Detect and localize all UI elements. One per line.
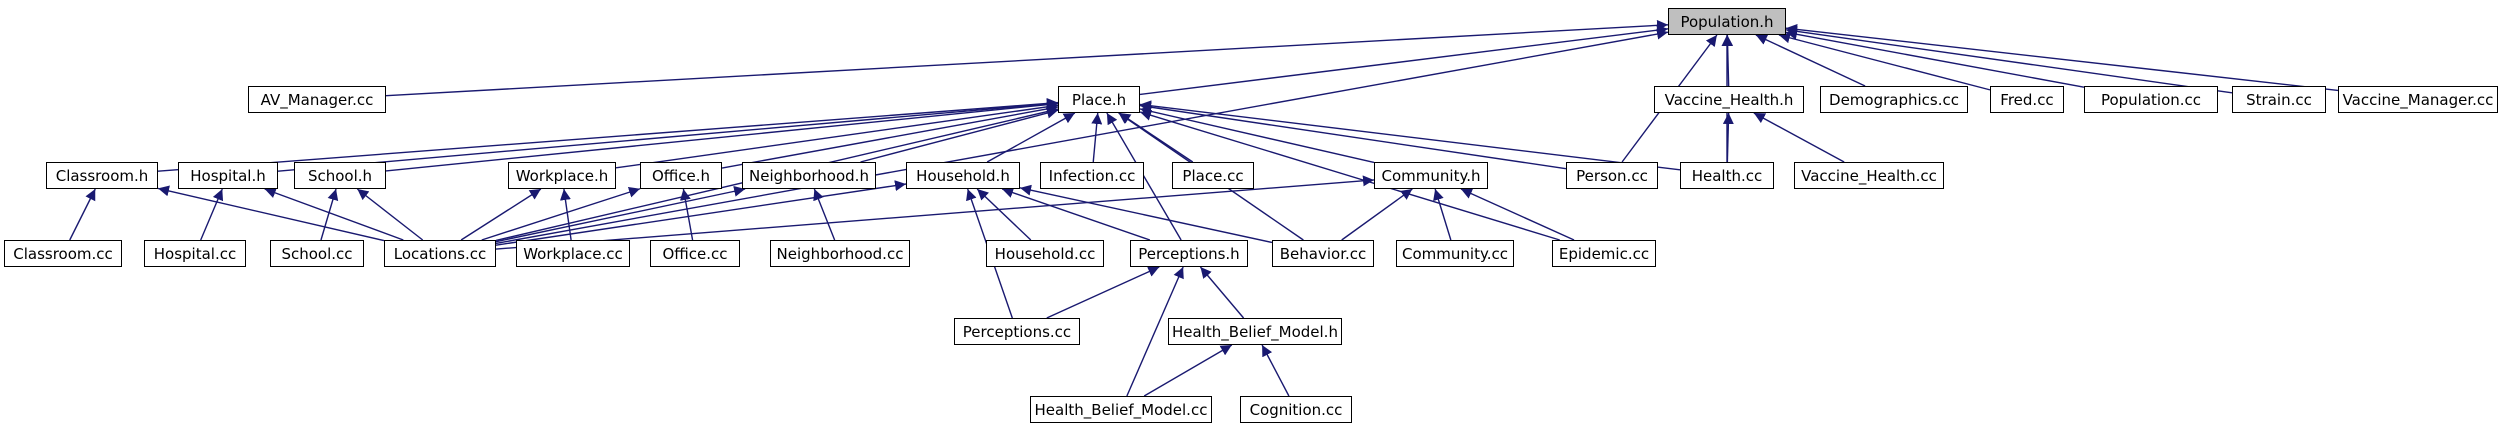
edge-perceptions-h-to-place-h bbox=[1106, 112, 1182, 241]
node-fred-cc[interactable]: Fred.cc bbox=[1990, 86, 2064, 113]
node-locations-cc[interactable]: Locations.cc bbox=[384, 240, 496, 267]
edge-perceptions-cc-to-perceptions-h bbox=[1046, 266, 1160, 319]
edge-locations-cc-to-community-h bbox=[495, 175, 1375, 250]
node-population-cc[interactable]: Population.cc bbox=[2084, 86, 2218, 113]
edge-workplace-h-to-place-h bbox=[615, 101, 1059, 169]
edge-office-h-to-place-h bbox=[721, 103, 1059, 169]
node-health-cc[interactable]: Health.cc bbox=[1680, 162, 1774, 189]
node-community-cc[interactable]: Community.cc bbox=[1396, 240, 1514, 267]
node-classroom-h[interactable]: Classroom.h bbox=[46, 162, 158, 189]
node-vaccine-health-cc[interactable]: Vaccine_Health.cc bbox=[1794, 162, 1944, 189]
edge-demographics-cc-to-population-h bbox=[1755, 34, 1866, 87]
edge-epidemic-cc-to-community-h bbox=[1460, 188, 1575, 241]
node-neighborhood-h[interactable]: Neighborhood.h bbox=[742, 162, 876, 189]
edge-place-h-to-population-h bbox=[1139, 24, 1669, 96]
node-place-h[interactable]: Place.h bbox=[1058, 86, 1140, 113]
edge-hospital-cc-to-hospital-h bbox=[200, 188, 224, 241]
edge-vaccine-health-cc-to-vaccine-health-h bbox=[1753, 112, 1845, 163]
edge-locations-cc-to-classroom-h bbox=[157, 185, 385, 242]
edge-health-belief-model-cc-to-health-belief-model-h bbox=[1143, 344, 1233, 397]
edge-household-cc-to-household-h bbox=[976, 188, 1032, 241]
edge-locations-cc-to-office-h bbox=[481, 186, 641, 241]
node-workplace-h[interactable]: Workplace.h bbox=[508, 162, 616, 189]
node-hospital-cc[interactable]: Hospital.cc bbox=[144, 240, 246, 267]
node-population-h[interactable]: Population.h bbox=[1668, 8, 1786, 35]
edge-strain-cc-to-population-h bbox=[1785, 25, 2233, 94]
node-office-h[interactable]: Office.h bbox=[640, 162, 722, 189]
edge-perceptions-h-to-household-h bbox=[1001, 187, 1151, 241]
node-school-h[interactable]: School.h bbox=[294, 162, 386, 189]
node-person-cc[interactable]: Person.cc bbox=[1566, 162, 1658, 189]
edge-locations-cc-to-neighborhood-h bbox=[495, 185, 746, 243]
node-classroom-cc[interactable]: Classroom.cc bbox=[4, 240, 122, 267]
node-hospital-h[interactable]: Hospital.h bbox=[178, 162, 278, 189]
node-neighborhood-cc[interactable]: Neighborhood.cc bbox=[770, 240, 910, 267]
node-office-cc[interactable]: Office.cc bbox=[650, 240, 740, 267]
node-school-cc[interactable]: School.cc bbox=[270, 240, 364, 267]
node-behavior-cc[interactable]: Behavior.cc bbox=[1272, 240, 1374, 267]
edge-av-manager-cc-to-population-h bbox=[385, 19, 1669, 97]
edge-community-cc-to-community-h bbox=[1433, 188, 1452, 241]
node-vaccine-manager-cc[interactable]: Vaccine_Manager.cc bbox=[2338, 86, 2498, 113]
edge-locations-cc-to-hospital-h bbox=[264, 187, 404, 241]
edge-community-h-to-place-h bbox=[1139, 105, 1375, 164]
edge-locations-cc-to-population-h bbox=[495, 28, 1669, 245]
edge-locations-cc-to-household-h bbox=[495, 180, 907, 246]
edge-vaccine-manager-cc-to-population-h bbox=[1785, 23, 2339, 92]
edge-neighborhood-h-to-place-h bbox=[860, 107, 1059, 163]
edge-school-cc-to-school-h bbox=[320, 188, 339, 241]
edge-health-cc-to-place-h bbox=[1139, 100, 1681, 171]
edge-locations-cc-to-school-h bbox=[356, 188, 424, 241]
edge-health-belief-model-h-to-perceptions-h bbox=[1199, 266, 1245, 319]
node-cognition-cc[interactable]: Cognition.cc bbox=[1240, 396, 1352, 423]
node-demographics-cc[interactable]: Demographics.cc bbox=[1820, 86, 1968, 113]
edge-behavior-cc-to-household-h bbox=[1019, 184, 1273, 244]
node-perceptions-h[interactable]: Perceptions.h bbox=[1130, 240, 1248, 267]
node-av-manager-cc[interactable]: AV_Manager.cc bbox=[248, 86, 386, 113]
node-household-h[interactable]: Household.h bbox=[906, 162, 1020, 189]
edge-behavior-cc-to-community-h bbox=[1341, 188, 1413, 241]
node-health-belief-model-h[interactable]: Health_Belief_Model.h bbox=[1168, 318, 1342, 345]
node-epidemic-cc[interactable]: Epidemic.cc bbox=[1552, 240, 1656, 267]
edge-population-cc-to-population-h bbox=[1785, 28, 2085, 88]
node-workplace-cc[interactable]: Workplace.cc bbox=[516, 240, 630, 267]
edge-infection-cc-to-place-h bbox=[1091, 112, 1103, 163]
edge-health-belief-model-cc-to-perceptions-h bbox=[1126, 266, 1184, 397]
edge-classroom-cc-to-classroom-h bbox=[69, 188, 96, 241]
edge-office-cc-to-office-h bbox=[679, 188, 694, 241]
node-strain-cc[interactable]: Strain.cc bbox=[2232, 86, 2326, 113]
node-place-cc[interactable]: Place.cc bbox=[1172, 162, 1254, 189]
node-vaccine-health-h[interactable]: Vaccine_Health.h bbox=[1654, 86, 1804, 113]
edge-locations-cc-to-workplace-h bbox=[460, 188, 542, 241]
edge-health-cc-to-vaccine-health-h bbox=[1722, 112, 1734, 163]
edge-cognition-cc-to-health-belief-model-h bbox=[1261, 344, 1290, 397]
edge-household-h-to-place-h bbox=[986, 112, 1076, 163]
edge-fred-cc-to-population-h bbox=[1778, 32, 1991, 91]
edge-classroom-h-to-place-h bbox=[157, 97, 1059, 172]
node-community-h[interactable]: Community.h bbox=[1374, 162, 1488, 189]
edge-epidemic-cc-to-place-h bbox=[1139, 109, 1560, 241]
edge-workplace-cc-to-workplace-h bbox=[559, 188, 572, 241]
edge-school-h-to-place-h bbox=[385, 99, 1059, 172]
edge-person-cc-to-place-h bbox=[1139, 101, 1567, 170]
edge-hospital-h-to-place-h bbox=[277, 98, 1059, 172]
node-household-cc[interactable]: Household.cc bbox=[986, 240, 1104, 267]
node-health-belief-model-cc[interactable]: Health_Belief_Model.cc bbox=[1030, 396, 1212, 423]
node-perceptions-cc[interactable]: Perceptions.cc bbox=[954, 318, 1080, 345]
node-infection-cc[interactable]: Infection.cc bbox=[1040, 162, 1144, 189]
